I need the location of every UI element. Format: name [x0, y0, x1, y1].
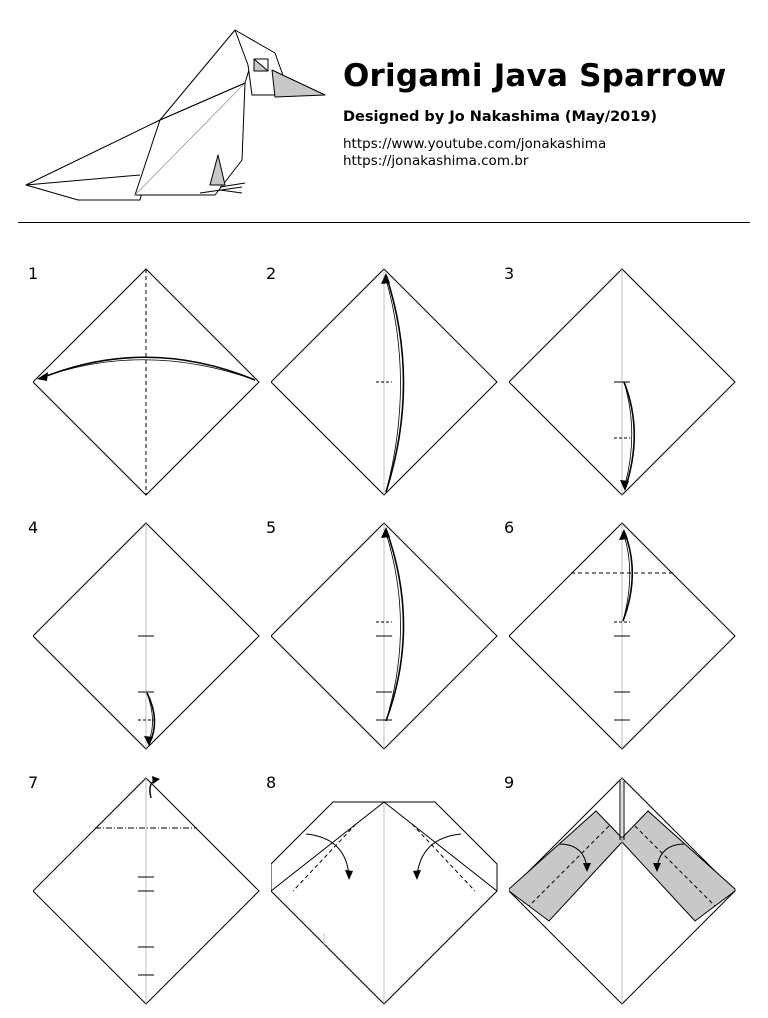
page-title: Origami Java Sparrow: [343, 58, 727, 94]
arrow-head: [37, 372, 48, 381]
arrow-head-left: [345, 870, 353, 880]
step-3-diagram: [509, 268, 736, 496]
beak-shape: [271, 69, 326, 98]
designer-credit: Designed by Jo Nakashima (May/2019): [343, 109, 658, 125]
fold-arrow-inner: [385, 532, 401, 722]
arrow-head-right: [413, 870, 421, 880]
fold-arrow-inner: [622, 534, 631, 622]
fold-arrow: [622, 530, 634, 622]
step-6-diagram: [509, 522, 736, 750]
leg-shape: [209, 154, 226, 186]
fold-arrow-inner: [385, 278, 401, 493]
left-fold-arrow: [305, 833, 350, 877]
step-5-diagram: [271, 522, 498, 750]
fold-arrow-inner: [42, 359, 256, 381]
fold-arrow: [385, 274, 405, 493]
left-valley-fold: [292, 823, 357, 892]
fold-arrow-inner: [623, 381, 633, 486]
step-number-7: 7: [28, 773, 39, 792]
right-valley-fold: [411, 823, 476, 892]
youtube-link[interactable]: https://www.youtube.com/jonakashima: [343, 136, 607, 152]
step-number-3: 3: [504, 264, 515, 283]
step-9-diagram: [509, 777, 736, 1005]
left-edge-line: [271, 801, 385, 892]
step-7-diagram: [33, 776, 260, 1005]
left-valley-fold: [528, 825, 610, 907]
java-sparrow-illustration: [25, 29, 326, 201]
arrow-head: [620, 480, 629, 491]
fold-arrow: [385, 528, 405, 722]
step-8-diagram: [271, 801, 498, 1005]
step-number-6: 6: [504, 518, 515, 537]
right-edge-line: [383, 801, 498, 892]
foot-line-3: [219, 189, 243, 194]
step-number-4: 4: [28, 518, 39, 537]
arrow-head: [152, 776, 160, 784]
arrow-head: [381, 527, 390, 538]
step-number-9: 9: [504, 773, 515, 792]
website-link[interactable]: https://jonakashima.com.br: [343, 153, 529, 169]
right-valley-fold: [634, 825, 716, 907]
arrow-head: [381, 273, 390, 284]
step-number-8: 8: [266, 773, 277, 792]
tail-crease: [25, 174, 141, 186]
fold-arrow: [38, 356, 256, 381]
header-divider: [18, 222, 750, 223]
step-2-diagram: [271, 268, 498, 496]
eye-inner: [253, 58, 269, 72]
arrow-head: [144, 736, 153, 746]
fold-arrow: [623, 381, 636, 490]
step-number-1: 1: [28, 264, 39, 283]
foot-line-2: [219, 182, 246, 188]
right-fold-arrow: [416, 833, 462, 877]
arrow-head-right: [653, 863, 661, 872]
step-number-5: 5: [266, 518, 277, 537]
step-4-diagram: [33, 522, 260, 750]
body-crease: [134, 82, 246, 196]
arrow-head-left: [583, 863, 591, 872]
tail-shape: [25, 119, 161, 201]
step-number-2: 2: [266, 264, 277, 283]
arrow-head: [619, 529, 628, 540]
step-1-diagram: [33, 268, 260, 496]
